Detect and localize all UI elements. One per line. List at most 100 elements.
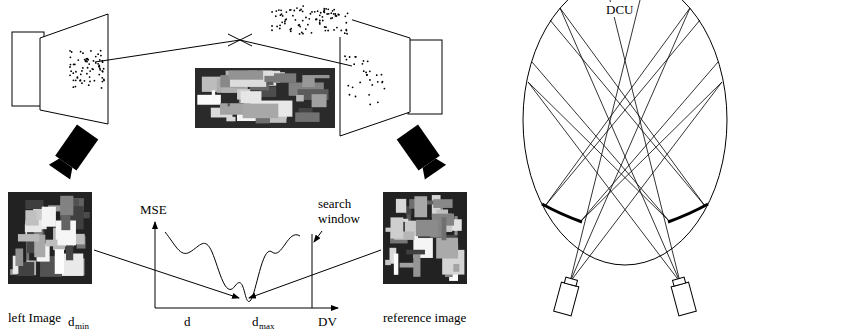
point (95, 56, 97, 58)
point (307, 24, 309, 26)
camera (49, 125, 98, 180)
cross-mark (228, 34, 252, 46)
axis-label: DV (318, 314, 337, 329)
point (308, 18, 310, 20)
point (362, 63, 364, 65)
point (371, 84, 373, 86)
photo-patch (46, 240, 58, 247)
point (284, 23, 286, 25)
photo-ground (383, 192, 467, 284)
point (98, 74, 100, 76)
point (317, 10, 319, 12)
point (69, 56, 71, 58)
point (99, 59, 101, 61)
point (381, 74, 383, 76)
point (80, 73, 82, 75)
point (333, 29, 335, 31)
point (323, 8, 325, 10)
photo (383, 192, 467, 284)
point (282, 15, 284, 17)
photo-patch (274, 73, 296, 82)
point (284, 19, 286, 21)
photo-patch (226, 117, 235, 121)
point (352, 86, 354, 88)
point (305, 28, 307, 30)
point (344, 15, 346, 17)
point (292, 15, 294, 17)
point (101, 70, 103, 72)
point (298, 24, 300, 26)
point (345, 22, 347, 24)
point (337, 14, 339, 16)
photo-patch (229, 71, 264, 80)
point (86, 73, 88, 75)
point (278, 9, 280, 11)
point (290, 30, 292, 32)
photo-patch (414, 196, 427, 217)
point (332, 10, 334, 12)
camera-frame (12, 32, 44, 106)
point (69, 74, 71, 76)
point (369, 79, 371, 81)
point (338, 14, 340, 16)
point (333, 13, 335, 15)
photo-patch (18, 234, 39, 241)
leader-line (94, 250, 239, 298)
point (319, 14, 321, 16)
point (93, 60, 95, 62)
point (300, 9, 302, 11)
point (290, 28, 292, 30)
point (363, 60, 365, 62)
leader-line (249, 250, 381, 298)
point (271, 29, 273, 31)
point (97, 53, 99, 55)
point (81, 82, 83, 84)
point (88, 84, 90, 86)
photo-patch (442, 217, 447, 240)
point (302, 11, 304, 13)
point (82, 67, 84, 69)
point (100, 55, 102, 57)
point (289, 29, 291, 31)
point (69, 50, 71, 52)
photo-patch (302, 75, 314, 87)
point (305, 17, 307, 19)
camera (397, 125, 446, 180)
photo-patch (413, 254, 420, 277)
point (325, 8, 327, 10)
camera (554, 276, 581, 315)
point (280, 9, 282, 11)
point (98, 66, 100, 68)
point (280, 14, 282, 16)
leader-line (314, 231, 322, 242)
point (349, 94, 351, 96)
point (354, 56, 356, 58)
photo-patch (15, 248, 23, 266)
photo-texture (385, 195, 464, 281)
point (324, 30, 326, 32)
dot-image (268, 3, 352, 37)
point (320, 12, 322, 14)
photo-patch (312, 94, 327, 107)
photo-patch (400, 263, 414, 268)
point (369, 70, 371, 72)
point (72, 72, 74, 74)
point (355, 56, 357, 58)
point (77, 76, 79, 78)
point (286, 11, 288, 13)
point (369, 103, 371, 105)
point (311, 32, 313, 34)
point (69, 66, 71, 68)
photo-patch (314, 75, 329, 78)
point (324, 26, 326, 28)
point (366, 74, 368, 76)
point (290, 9, 292, 11)
point (271, 11, 273, 13)
point (271, 25, 273, 27)
point (98, 66, 100, 68)
photo-patch (295, 112, 319, 122)
point (73, 64, 75, 66)
point (101, 81, 103, 83)
point (327, 30, 329, 32)
point (327, 8, 329, 10)
